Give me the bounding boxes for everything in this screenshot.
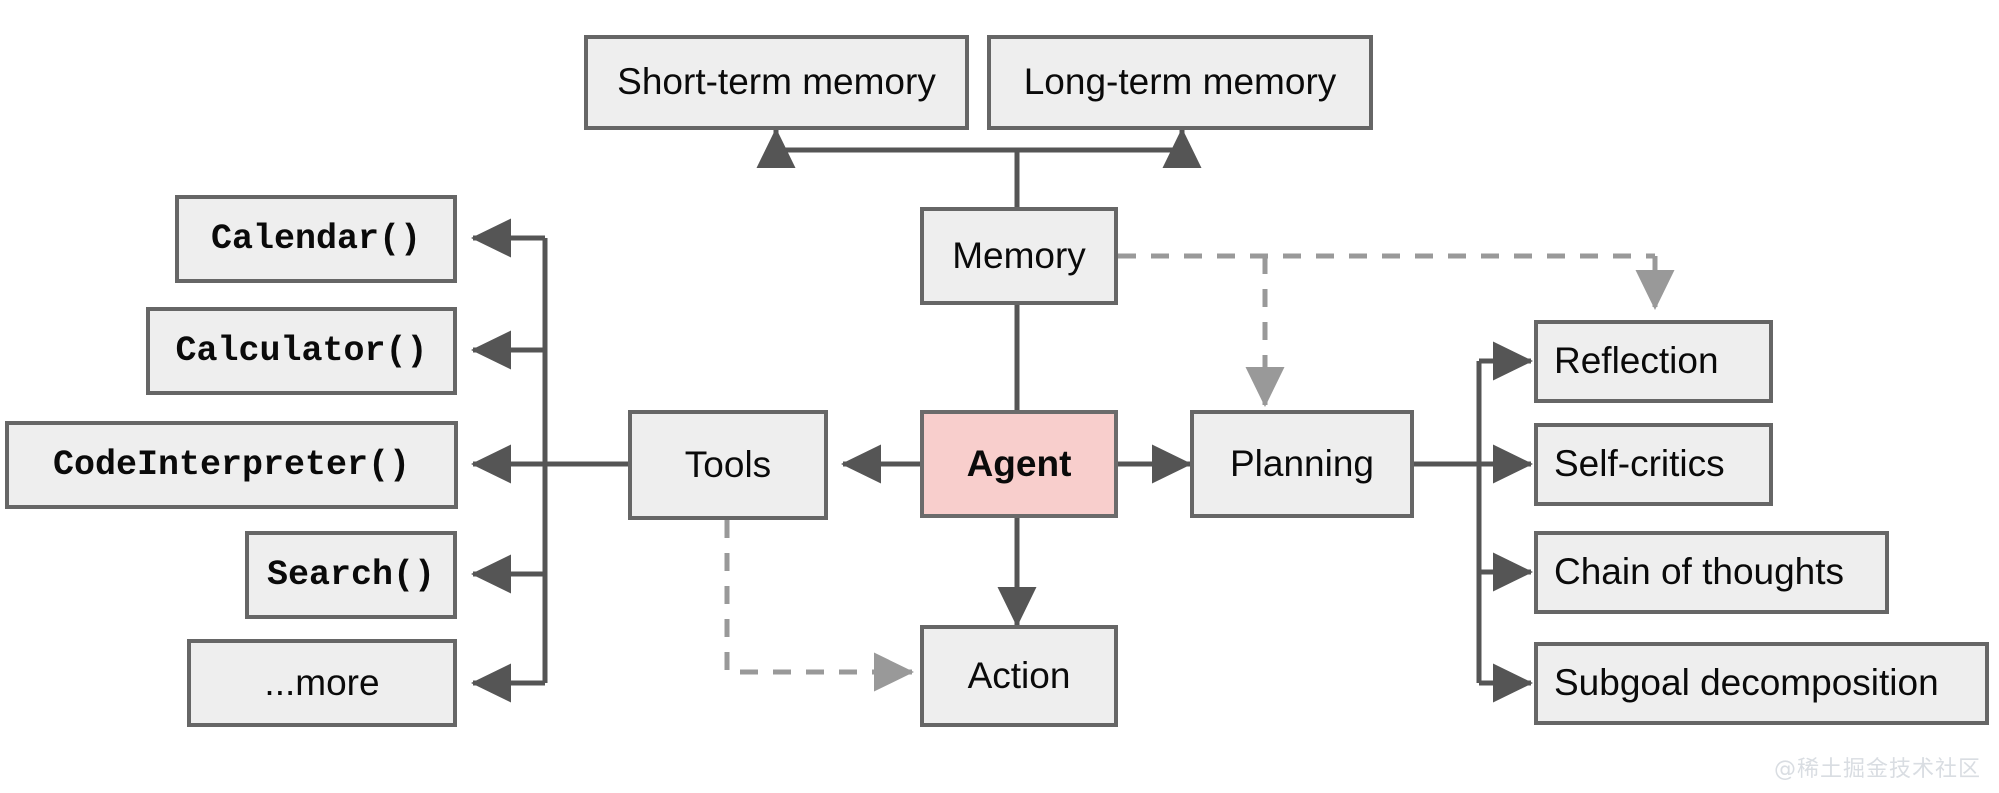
node-agent[interactable]: Agent [920, 410, 1118, 518]
node-label: Calculator() [175, 330, 428, 371]
node-label: Calendar() [210, 218, 422, 259]
node-label: Memory [952, 234, 1086, 276]
node-label: Planning [1229, 442, 1374, 484]
node-short-term-memory[interactable]: Short-term memory [584, 35, 969, 130]
node-tools[interactable]: Tools [628, 410, 828, 520]
node-label: Self-critics [1554, 443, 1725, 485]
node-label: Search() [266, 554, 436, 595]
node-code-interpreter[interactable]: CodeInterpreter() [5, 421, 458, 509]
node-label: Agent [966, 442, 1072, 484]
node-long-term-memory[interactable]: Long-term memory [987, 35, 1373, 130]
node-label: Reflection [1554, 340, 1719, 382]
node-label: Short-term memory [617, 61, 936, 103]
node-chain-of-thoughts[interactable]: Chain of thoughts [1534, 531, 1889, 614]
node-label: ...more [264, 661, 380, 703]
watermark: @稀土掘金技术社区 [1773, 757, 1981, 782]
node-calculator[interactable]: Calculator() [146, 307, 457, 395]
node-label: Long-term memory [1023, 61, 1337, 103]
node-memory[interactable]: Memory [920, 207, 1118, 305]
node-search[interactable]: Search() [245, 531, 457, 619]
node-subgoal-decomposition[interactable]: Subgoal decomposition [1534, 642, 1989, 725]
node-label: Chain of thoughts [1554, 551, 1845, 593]
node-label: CodeInterpreter() [52, 444, 411, 485]
node-action[interactable]: Action [920, 625, 1118, 727]
node-planning[interactable]: Planning [1190, 410, 1414, 518]
node-label: Subgoal decomposition [1554, 662, 1939, 704]
node-more[interactable]: ...more [187, 639, 457, 727]
node-reflection[interactable]: Reflection [1534, 320, 1773, 403]
node-label: Tools [684, 443, 772, 485]
node-calendar[interactable]: Calendar() [175, 195, 457, 283]
node-label: Action [967, 654, 1071, 696]
node-self-critics[interactable]: Self-critics [1534, 423, 1773, 506]
